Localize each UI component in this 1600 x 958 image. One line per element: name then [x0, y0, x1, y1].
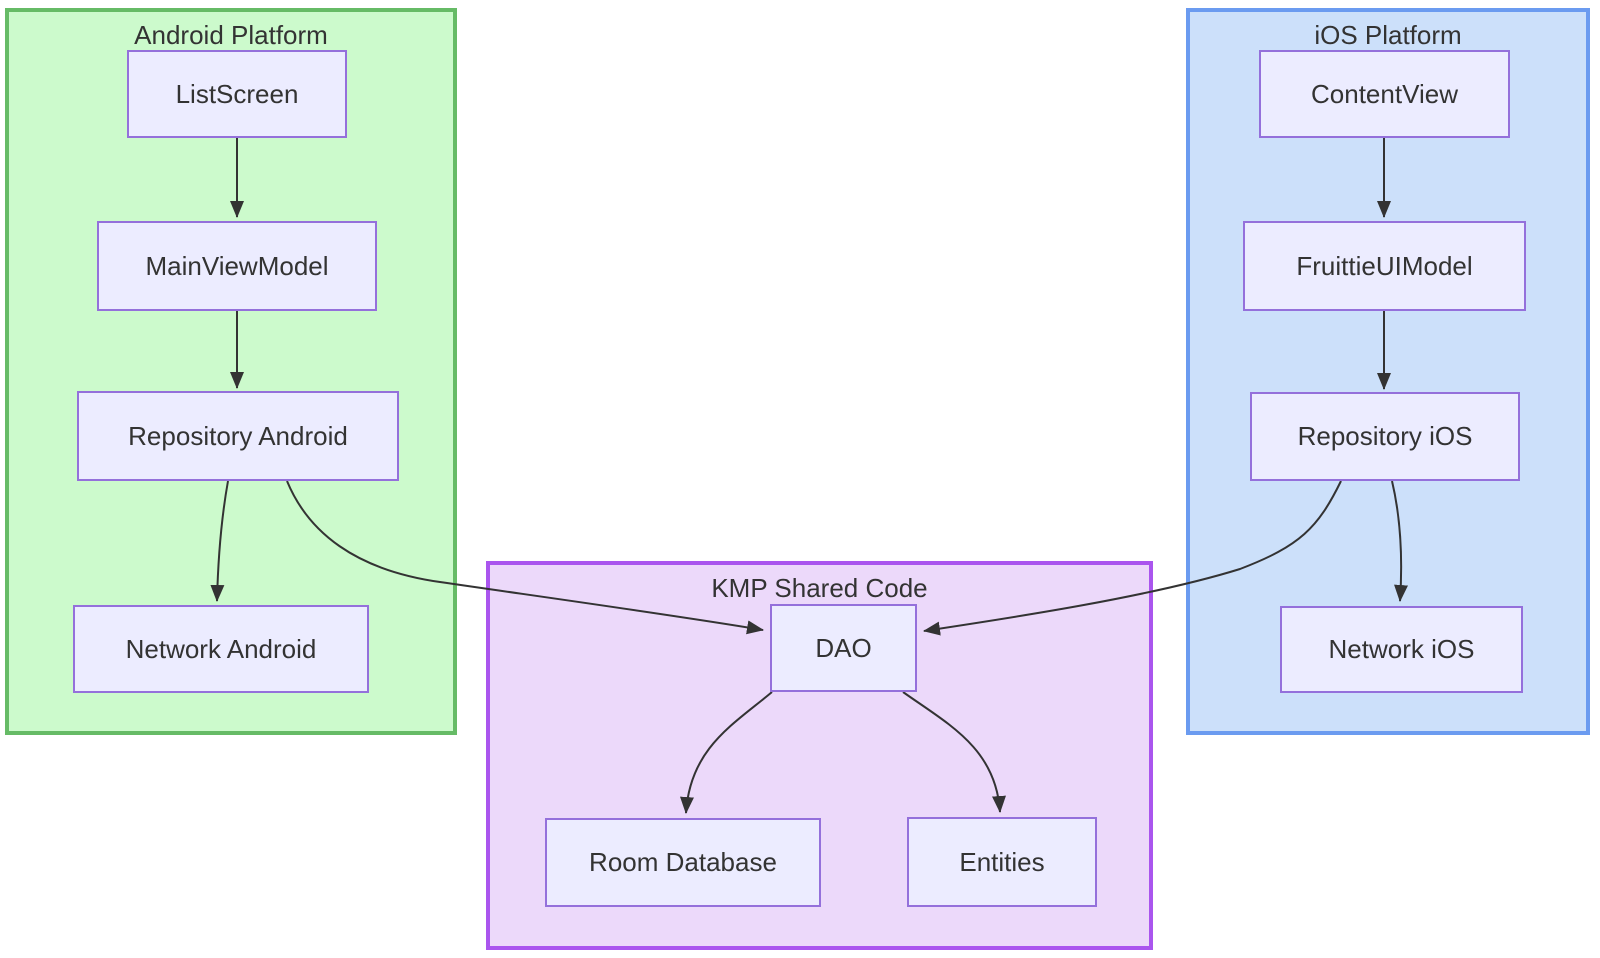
node-network-ios-label: Network iOS: [1328, 634, 1475, 664]
node-network-android-label: Network Android: [125, 633, 317, 664]
cluster-android-platform-title: Android Platform: [134, 20, 328, 50]
node-dao-label: DAO: [815, 632, 872, 663]
node-room-database-label: Room Database: [589, 847, 777, 877]
node-network-ios: Network iOS: [1280, 606, 1523, 693]
node-repository-android: Repository Android: [77, 391, 399, 481]
node-fruittieuimodel: FruittieUIModel: [1243, 221, 1526, 311]
node-repository-ios: Repository iOS: [1250, 392, 1520, 481]
node-entities: Entities: [907, 817, 1097, 907]
node-listscreen-label: ListScreen: [175, 78, 299, 109]
node-mainviewmodel: MainViewModel: [97, 221, 377, 311]
node-contentview-label: ContentView: [1311, 78, 1458, 109]
node-dao: DAO: [770, 604, 917, 692]
node-room-database: Room Database: [545, 818, 821, 907]
node-contentview: ContentView: [1259, 50, 1510, 138]
node-fruittieuimodel-label: FruittieUIModel: [1296, 250, 1473, 281]
node-mainviewmodel-label: MainViewModel: [145, 250, 329, 281]
cluster-ios-platform-title: iOS Platform: [1314, 20, 1462, 50]
node-network-android: Network Android: [73, 605, 369, 693]
node-entities-label: Entities: [959, 846, 1045, 877]
node-listscreen: ListScreen: [127, 50, 347, 138]
node-repository-ios-label: Repository iOS: [1297, 421, 1473, 451]
node-repository-android-label: Repository Android: [128, 420, 348, 451]
cluster-kmp-shared-code-title: KMP Shared Code: [711, 573, 928, 603]
